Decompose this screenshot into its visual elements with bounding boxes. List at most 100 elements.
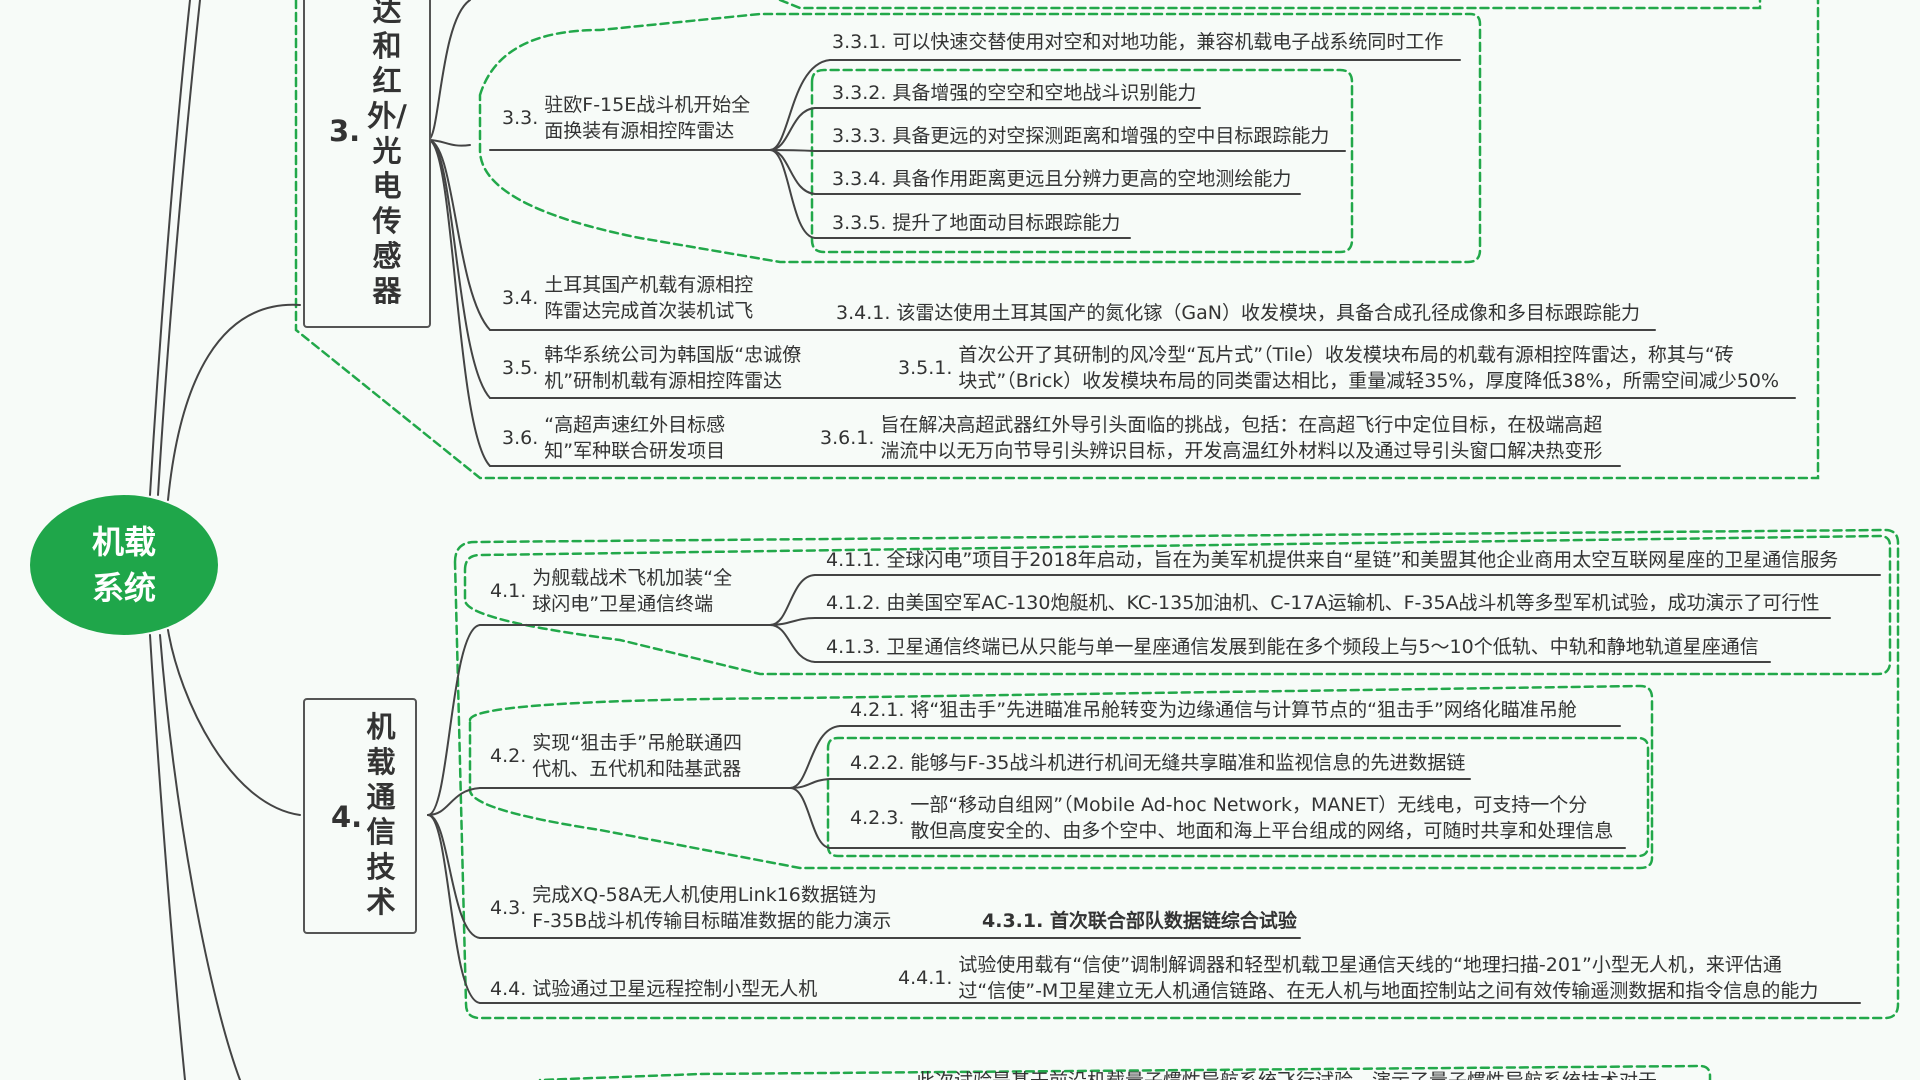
category-3-char: 和 [372, 29, 402, 63]
node-number: 3.6. [502, 427, 539, 449]
node-4-2[interactable]: 4.2. 实现“狙击手”吊舱联通四代机、五代机和陆基武器 [490, 730, 742, 782]
node-number: 3.4. [502, 287, 539, 309]
node-3-6-1[interactable]: 3.6.1. 旨在解决高超武器红外导引头面临的挑战，包括：在高超飞行中定位目标，… [820, 412, 1602, 464]
node-text-line2: 块式”（Brick）收发模块布局的同类雷达相比，重量减轻35%，厚度降低38%，… [958, 370, 1780, 392]
node-4-1-2[interactable]: 4.1.2. 由美国空军AC-130炮艇机、KC-135加油机、C-17A运输机… [826, 592, 1820, 614]
cat3-link-3-4 [427, 139, 491, 331]
link-4-1-3 [769, 624, 816, 663]
group-box-prev [778, 0, 1762, 10]
node-text-line1: “高超声速红外目标感 [544, 414, 726, 436]
node-number: 4.2. [490, 745, 527, 767]
cat4-link-4-4 [427, 814, 481, 1004]
node-3-4[interactable]: 3.4. 土耳其国产机载有源相控阵雷达完成首次装机试飞 [502, 272, 753, 324]
group-box-4-2 [468, 684, 1654, 870]
group-boundaries-section4 [453, 528, 1900, 1080]
group-box-3-3 [478, 12, 1482, 264]
root-link-up2 [157, 0, 201, 496]
node-number: 4.4.1. [898, 967, 953, 989]
root-link-down2 [159, 634, 241, 1080]
category-4-number: 4. [331, 800, 363, 834]
category-3-char: 外/ [367, 99, 407, 133]
node-3-3-5[interactable]: 3.3.5. 提升了地面动目标跟踪能力 [832, 212, 1121, 234]
node-text-line1: 土耳其国产机载有源相控 [544, 274, 754, 296]
node-3-5[interactable]: 3.5. 韩华系统公司为韩国版“忠诚僚机”研制机载有源相控阵雷达 [502, 342, 801, 394]
node-text-line1: 试验使用载有“信使”调制解调器和轻型机载卫星通信天线的“地理扫描-201”小型无… [958, 954, 1782, 976]
category-3-char: 传 [372, 204, 402, 238]
node-number: 3.5.1. [898, 357, 953, 379]
node-3-3-2[interactable]: 3.3.2. 具备增强的空空和空地战斗识别能力 [832, 82, 1197, 104]
root-node-airborne-systems[interactable]: 机载 系统 [30, 495, 218, 635]
node-4-4[interactable]: 4.4. 试验通过卫星远程控制小型无人机 [490, 978, 818, 1000]
link-3-3-5 [769, 149, 816, 239]
link-3-3-1 [769, 59, 831, 151]
root-link-down1 [149, 634, 186, 1080]
root-label-line1: 机载 [91, 523, 156, 561]
category-3-char: 红 [372, 64, 402, 98]
node-number: 4.2.3. [850, 807, 905, 829]
node-4-3-1[interactable]: 4.3.1. 首次联合部队数据链综合试验 [982, 910, 1297, 932]
node-4-2-2[interactable]: 4.2.2. 能够与F-35战斗机进行机间无缝共享瞄准和监视信息的先进数据链 [850, 752, 1466, 774]
category-3-label: 达 和 红 外/ 光 电 传 感 器 [365, 0, 409, 309]
group-boundaries-section3 [294, 0, 1820, 480]
category-3-char: 电 [372, 169, 402, 203]
cat4-link-4-3 [427, 814, 481, 939]
node-text-line1: 完成XQ-58A无人机使用Link16数据链为 [532, 884, 877, 906]
node-4-1[interactable]: 4.1. 为舰载战术飞机加装“全球闪电”卫星通信终端 [490, 565, 732, 617]
node-text-line2: F-35B战斗机传输目标瞄准数据的能力演示 [532, 910, 892, 932]
cat4-link-4-2 [427, 787, 481, 816]
node-text-line1: 实现“狙击手”吊舱联通四 [532, 732, 742, 754]
node-4-2-1[interactable]: 4.2.1. 将“狙击手”先进瞄准吊舱转变为边缘通信与计算节点的“狙击手”网络化… [850, 699, 1577, 721]
category-3-char: 器 [372, 274, 402, 308]
node-number: 3.6.1. [820, 427, 875, 449]
node-text-line1: 韩华系统公司为韩国版“忠诚僚 [544, 344, 802, 366]
node-3-3[interactable]: 3.3. 驻欧F-15E战斗机开始全面换装有源相控阵雷达 [502, 92, 750, 144]
node-3-3-1[interactable]: 3.3.1. 可以快速交替使用对空和对地功能，兼容机载电子战系统同时工作 [832, 31, 1444, 53]
link-4-2-1 [789, 725, 841, 789]
node-3-3-3[interactable]: 3.3.3. 具备更远的对空探测距离和增强的空中目标跟踪能力 [832, 125, 1330, 147]
node-4-3[interactable]: 4.3. 完成XQ-58A无人机使用Link16数据链为 F-35B战斗机传输目标… [490, 882, 891, 934]
link-4-1-2 [769, 617, 816, 626]
link-4-2-3 [789, 787, 831, 849]
category-4-comms[interactable]: 4. 机 载 通 信 技 术 [303, 698, 417, 934]
category-3-number: 3. [329, 114, 361, 148]
node-text-line2: 代机、五代机和陆基武器 [532, 758, 742, 780]
node-3-5-1[interactable]: 3.5.1. 首次公开了其研制的风冷型“瓦片式”（Tile）收发模块布局的机载有… [898, 342, 1779, 394]
node-text-line2: 球闪电”卫星通信终端 [532, 593, 714, 615]
node-text-line2: 过“信使”-M卫星建立无人机通信链路、在无人机与地面控制站之间有效传输遥测数据和… [958, 980, 1819, 1002]
node-text-line2: 面换装有源相控阵雷达 [544, 120, 735, 142]
root-link-cat3 [167, 303, 301, 501]
group-box-4-1 [463, 534, 1892, 676]
node-number: 4.1. [490, 580, 527, 602]
node-text-line2: 知”军种联合研发项目 [544, 440, 726, 462]
node-4-1-3[interactable]: 4.1.3. 卫星通信终端已从只能与单一星座通信发展到能在多个频段上与5～10个… [826, 636, 1759, 658]
link-4-2-2 [789, 778, 831, 789]
root-link-cat4 [167, 629, 301, 816]
node-number: 4.3. [490, 897, 527, 919]
category-4-char: 载 [366, 745, 396, 779]
category-4-char: 技 [366, 850, 396, 884]
node-3-4-1[interactable]: 3.4.1. 该雷达使用土耳其国产的氮化镓（GaN）收发模块，具备合成孔径成像和… [836, 302, 1641, 324]
group-box-4 [453, 528, 1900, 1020]
link-3-3-4 [769, 149, 816, 195]
node-text-line1: 首次公开了其研制的风冷型“瓦片式”（Tile）收发模块布局的机载有源相控阵雷达，… [958, 344, 1734, 366]
category-3-char: 达 [372, 0, 402, 28]
node-4-1-1[interactable]: 4.1.1. 全球闪电”项目于2018年启动，旨在为美军机提供来自“星链”和美盟… [826, 549, 1839, 571]
category-4-char: 术 [366, 885, 396, 919]
node-text-line2: 湍流中以无万向节导引头辨识目标，开发高温红外材料以及通过导引头窗口解决热变形 [880, 440, 1603, 462]
cat4-link-4-1 [427, 624, 481, 816]
node-3-3-4[interactable]: 3.3.4. 具备作用距离更远且分辨力更高的空地测绘能力 [832, 168, 1292, 190]
category-3-sensors[interactable]: 3. 达 和 红 外/ 光 电 传 感 器 [303, 0, 431, 328]
category-4-char: 通 [366, 780, 396, 814]
category-3-char: 感 [372, 239, 402, 273]
node-text-line1: 旨在解决高超武器红外导引头面临的挑战，包括：在高超飞行中定位目标，在极端高超 [880, 414, 1603, 436]
node-text-line1: 驻欧F-15E战斗机开始全 [544, 94, 751, 116]
node-number: 3.3. [502, 107, 539, 129]
category-4-char: 信 [366, 815, 396, 849]
node-4-4-1[interactable]: 4.4.1. 试验使用载有“信使”调制解调器和轻型机载卫星通信天线的“地理扫描-… [898, 952, 1818, 1004]
node-4-2-3[interactable]: 4.2.3. 一部“移动自组网”（Mobile Ad-hoc Network，M… [850, 792, 1613, 844]
cat3-link-up [427, 0, 471, 141]
category-4-label: 机 载 通 信 技 术 [361, 710, 401, 920]
node-3-6[interactable]: 3.6. “高超声速红外目标感知”军种联合研发项目 [502, 412, 725, 464]
category-4-char: 机 [366, 710, 396, 744]
